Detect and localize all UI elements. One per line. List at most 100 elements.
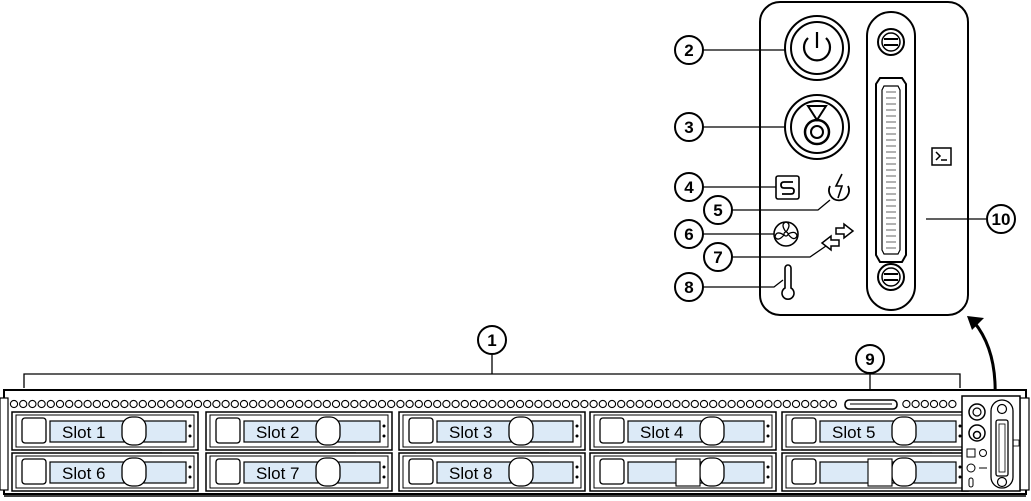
vent-hole (129, 399, 138, 409)
vent-hole (644, 399, 653, 409)
vent-hole (828, 399, 837, 409)
vent-hole (221, 399, 230, 409)
vent-hole (37, 399, 46, 409)
vent-hole (663, 399, 672, 409)
vent-hole (782, 399, 791, 409)
vent-hole (920, 399, 929, 409)
vent-hole (929, 399, 939, 409)
unit-identification-button-icon[interactable] (784, 94, 850, 160)
vent-hole (28, 399, 37, 409)
vent-hole (791, 399, 801, 409)
slot-label-area (49, 461, 187, 484)
drive-bay[interactable]: Slot 1 (11, 411, 199, 454)
drive-bay[interactable] (781, 452, 969, 495)
vent-hole (525, 399, 534, 409)
drive-bay[interactable]: Slot 8 (398, 452, 586, 495)
drive-bay[interactable]: Slot 5 (781, 411, 969, 454)
drive-bay[interactable]: Slot 2 (205, 411, 393, 454)
drive-bay[interactable]: Slot 3 (398, 411, 586, 454)
vent-hole (423, 399, 433, 409)
vent-hole (111, 399, 120, 409)
callout-3: 3 (674, 112, 704, 142)
power-button-icon[interactable] (784, 15, 850, 81)
vent-hole (414, 399, 423, 409)
vent-hole (469, 399, 479, 409)
vent-hole (690, 399, 699, 409)
vent-hole (377, 399, 387, 409)
callout-number: 6 (684, 225, 693, 244)
callout-9: 9 (855, 344, 885, 374)
vent-hole (331, 399, 341, 409)
vent-hole (239, 399, 249, 409)
vent-hole (442, 399, 451, 409)
vent-hole (101, 399, 111, 409)
fan-status-led-icon (773, 221, 799, 247)
vent-hole (626, 399, 635, 409)
vent-hole (607, 399, 617, 409)
callout-4: 4 (674, 172, 704, 202)
vent-hole (285, 399, 295, 409)
front-panel-detail-view (759, 1, 969, 316)
drive-bay[interactable]: Slot 7 (205, 452, 393, 495)
vent-hole (488, 399, 497, 409)
callout-number: 5 (713, 201, 722, 220)
kvm-console-connector-icon (931, 147, 952, 166)
vent-hole (948, 399, 957, 409)
vent-hole (203, 399, 212, 409)
vent-hole (497, 399, 506, 409)
vent-hole (65, 399, 74, 409)
vent-hole (810, 399, 819, 409)
slot-label: Slot 8 (449, 464, 492, 483)
vent-hole (709, 399, 718, 409)
mini-front-panel (961, 395, 1021, 492)
vent-hole (175, 399, 184, 409)
vent-hole (801, 399, 810, 409)
callout-number: 7 (713, 248, 722, 267)
drive-bay[interactable]: Slot 6 (11, 452, 199, 495)
slot-label-area (819, 420, 957, 443)
callout-number: 10 (992, 210, 1011, 229)
vent-hole (276, 399, 285, 409)
vent-hole (773, 399, 782, 409)
vent-hole (902, 399, 911, 409)
drive-bay[interactable] (589, 452, 777, 495)
vent-hole (295, 399, 304, 409)
vent-hole (718, 399, 727, 409)
vent-hole (506, 399, 515, 409)
vent-hole (74, 399, 83, 409)
vent-hole (736, 399, 745, 409)
vent-hole (727, 399, 736, 409)
callout-2: 2 (674, 35, 704, 65)
vent-hole (681, 399, 690, 409)
vent-hole (147, 399, 157, 409)
temperature-status-led-icon (781, 264, 795, 300)
slot-label-area (436, 461, 574, 484)
slot-label-area (49, 420, 187, 443)
vent-hole (212, 399, 221, 409)
vent-hole (515, 399, 525, 409)
vent-hole (193, 399, 203, 409)
callout-7: 7 (703, 242, 733, 272)
vent-hole (653, 399, 663, 409)
callout-1: 1 (477, 325, 507, 355)
vent-hole (19, 399, 28, 409)
callout-6: 6 (674, 219, 704, 249)
vent-hole (138, 399, 147, 409)
kvm-connector (866, 11, 916, 311)
vent-hole (341, 399, 350, 409)
vent-hole (939, 399, 948, 409)
vent-hole (617, 399, 626, 409)
vent-hole (589, 399, 598, 409)
drive-bay[interactable]: Slot 4 (589, 411, 777, 454)
callout-number: 4 (684, 178, 694, 197)
callout-number: 1 (487, 331, 496, 350)
vent-hole (543, 399, 552, 409)
vent-hole (561, 399, 571, 409)
callout-number: 2 (684, 41, 693, 60)
vent-hole (9, 399, 19, 409)
vent-hole (460, 399, 469, 409)
callout-number: 3 (684, 118, 693, 137)
